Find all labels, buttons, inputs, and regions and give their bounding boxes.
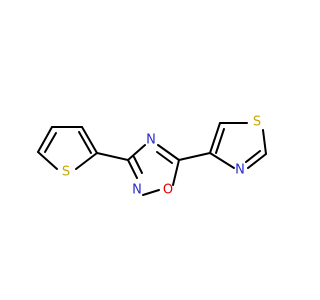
bond-oxadiazole-c3-n2-double-b bbox=[133, 156, 143, 174]
bond-thiophene-oxadiazole bbox=[96, 152, 129, 161]
bond-oxadiazole-c3-n2-double-a bbox=[127, 159, 138, 179]
oxadiazole-oxygen-label: O bbox=[163, 183, 173, 198]
bond-oxadiazole-c3-n4 bbox=[127, 144, 146, 161]
bond-thiophene-c4-c5-double bbox=[44, 132, 57, 153]
bond-thiazole-c2-n3-b bbox=[245, 150, 261, 163]
bond-thiazole-c2-n3-a bbox=[247, 153, 267, 169]
bond-thiophene-c2-c3-double bbox=[78, 131, 92, 154]
molecule-canvas: S N N O S N bbox=[37, 114, 267, 198]
structure-drawing: S N N O S N bbox=[37, 115, 267, 198]
thiazole-sulfur-label: S bbox=[253, 115, 261, 130]
bond-thiophene-c2-c3 bbox=[81, 126, 98, 154]
bond-thiophene-s-c2 bbox=[75, 152, 98, 170]
bond-oxadiazole-c5-n4-a bbox=[157, 144, 180, 161]
thiazole-nitrogen-label: N bbox=[235, 163, 245, 178]
thiophene-sulfur-label: S bbox=[62, 165, 70, 180]
oxadiazole-n2-label: N bbox=[132, 183, 142, 198]
atom-labels: S N N O S N bbox=[62, 115, 261, 198]
oxadiazole-n4-label: N bbox=[146, 133, 156, 148]
bond-oxadiazole-c5-n4-b bbox=[156, 151, 173, 164]
bond-thiazole-c4-c5-b bbox=[215, 128, 225, 154]
bonds bbox=[37, 122, 267, 196]
bond-thiazole-s-c2 bbox=[262, 129, 267, 155]
bond-oxadiazole-thiazole bbox=[178, 152, 211, 161]
bond-thiophene-c5-s bbox=[37, 151, 58, 170]
bond-thiazole-n3-c4 bbox=[209, 152, 235, 169]
bond-oxadiazole-n2-o1 bbox=[142, 189, 160, 196]
bond-thiazole-c4-c5-a bbox=[209, 122, 221, 154]
bond-oxadiazole-o1-c5 bbox=[172, 159, 180, 186]
bond-thiophene-c4-c5 bbox=[37, 126, 53, 153]
